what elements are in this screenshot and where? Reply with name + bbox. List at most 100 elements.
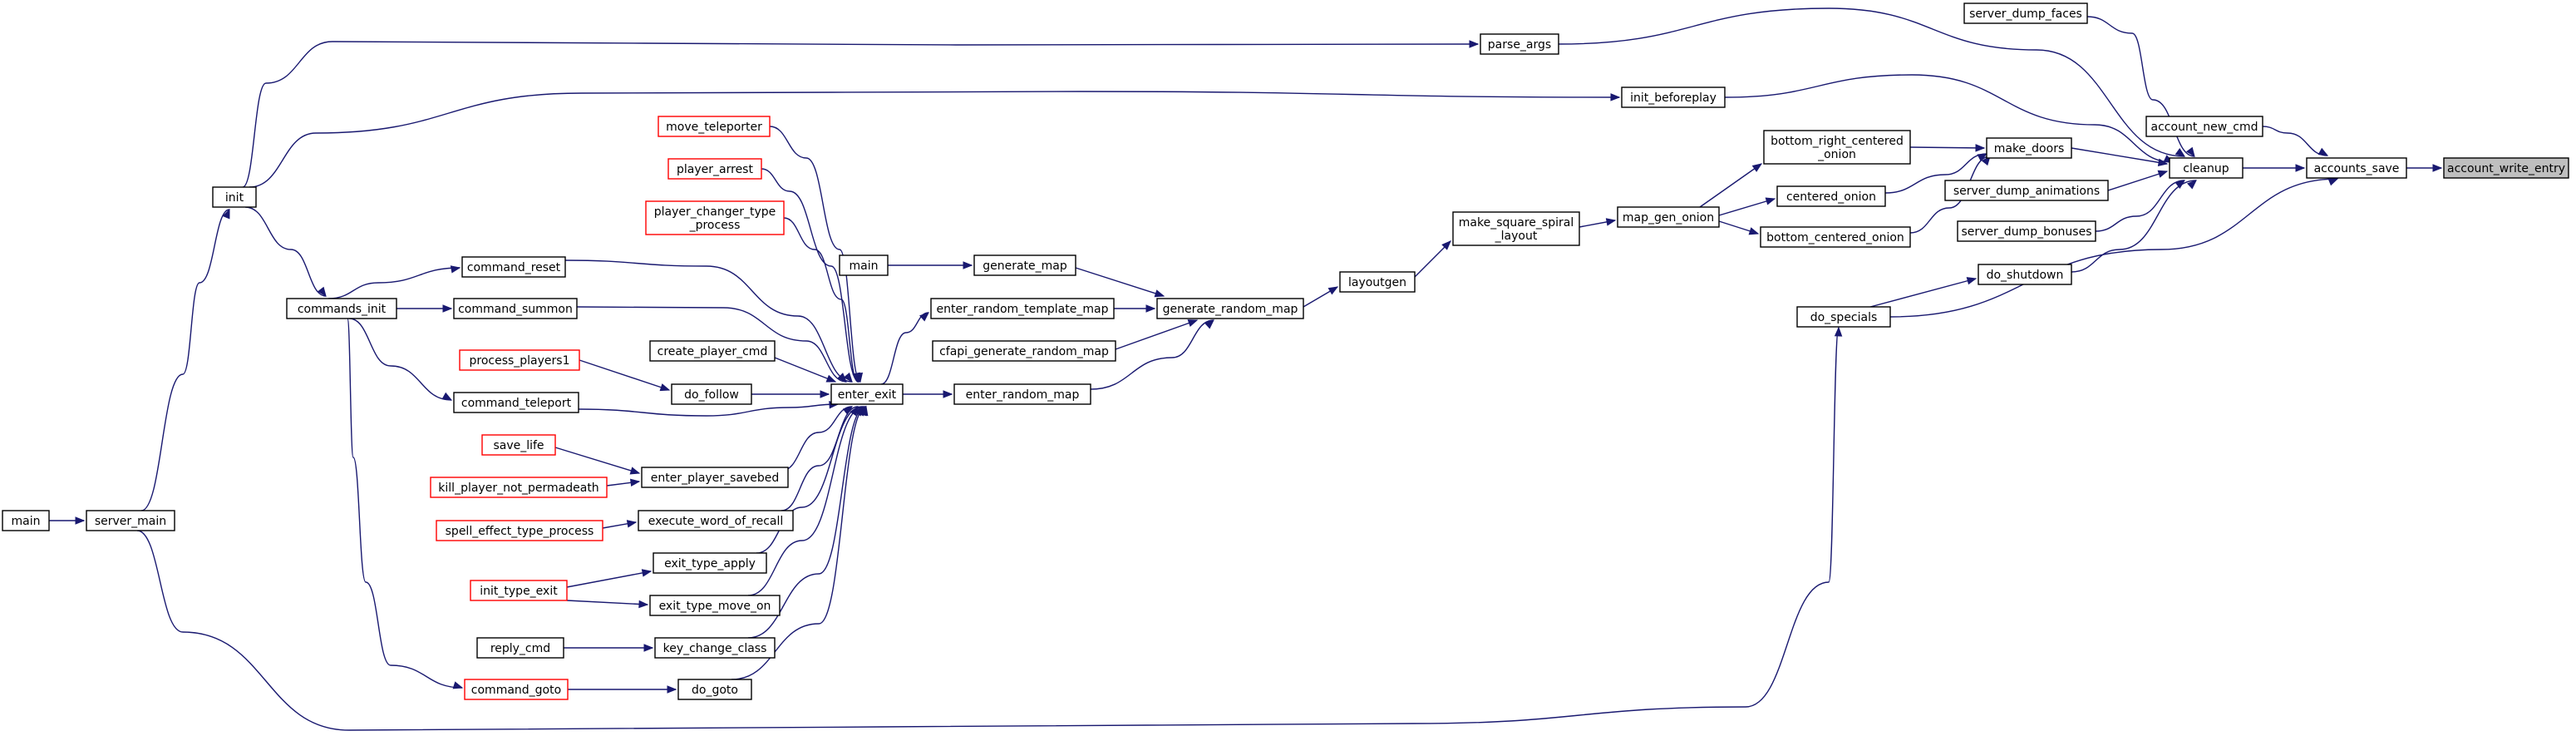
arrowhead-commands_init-to-command_goto xyxy=(452,681,464,689)
edge-make_doors-to-cleanup xyxy=(2071,147,2168,165)
node-label-init_type_exit: init_type_exit xyxy=(480,585,558,598)
node-label-init_beforeplay: init_beforeplay xyxy=(1630,91,1717,105)
node-bottom_centered_onion[interactable]: bottom_centered_onion xyxy=(1760,226,1911,248)
node-save_life[interactable]: save_life xyxy=(481,434,556,456)
node-label-main_server: main xyxy=(12,515,41,528)
node-box-do_specials xyxy=(1796,306,1891,328)
node-main_generate[interactable]: main xyxy=(839,254,889,276)
node-box-exit_type_apply xyxy=(653,552,767,574)
node-key_change_class[interactable]: key_change_class xyxy=(654,637,776,659)
edge-map_gen_onion-to-bottom_right_centered_onion xyxy=(1699,163,1762,208)
node-label-player_changer_type_process-line-1: player_changer_type xyxy=(654,205,776,219)
arrowhead-enter_random_map-to-generate_random_map xyxy=(1204,319,1215,329)
node-player_arrest[interactable]: player_arrest xyxy=(667,158,762,180)
node-box-enter_random_map xyxy=(953,383,1091,405)
node-label-init: init xyxy=(225,191,244,205)
node-server_main[interactable]: server_main xyxy=(86,510,175,531)
node-main_server[interactable]: main xyxy=(2,510,50,531)
node-execute_word_of_recall[interactable]: execute_word_of_recall xyxy=(638,510,794,531)
node-command_goto[interactable]: command_goto xyxy=(464,679,569,700)
arrowhead-server_dump_animations-to-cleanup xyxy=(2157,170,2169,178)
edge-do_specials-to-do_shutdown xyxy=(1869,278,1977,308)
node-spell_effect_type_process[interactable]: spell_effect_type_process xyxy=(436,520,603,541)
node-generate_map[interactable]: generate_map xyxy=(973,254,1076,276)
edge-player_arrest-to-enter_exit xyxy=(761,168,859,383)
node-label-enter_random_map: enter_random_map xyxy=(966,388,1080,402)
node-label-key_change_class: key_change_class xyxy=(663,642,767,655)
node-do_shutdown[interactable]: do_shutdown xyxy=(1978,264,2072,285)
node-centered_onion[interactable]: centered_onion xyxy=(1776,185,1886,207)
edge-init_type_exit-to-exit_type_move_on xyxy=(566,600,648,605)
edge-init-to-commands_init xyxy=(244,206,327,297)
node-box-do_follow xyxy=(671,383,752,405)
node-enter_exit[interactable]: enter_exit xyxy=(830,383,904,405)
node-generate_random_map[interactable]: generate_random_map xyxy=(1156,298,1304,319)
node-map_gen_onion[interactable]: map_gen_onion xyxy=(1617,206,1720,228)
arrowhead-centered_onion-to-make_doors xyxy=(1977,153,1988,161)
node-init[interactable]: init xyxy=(212,186,257,208)
node-box-generate_random_map xyxy=(1156,298,1304,319)
node-exit_type_apply[interactable]: exit_type_apply xyxy=(653,552,767,574)
node-box-player_arrest xyxy=(667,158,762,180)
edge-enter_random_map-to-generate_random_map xyxy=(1090,319,1214,390)
node-label-save_life: save_life xyxy=(493,439,544,452)
node-server_dump_faces[interactable]: server_dump_faces xyxy=(1963,2,2088,24)
arrowhead-map_gen_onion-to-bottom_centered_onion xyxy=(1748,227,1760,235)
node-init_beforeplay[interactable]: init_beforeplay xyxy=(1621,86,1726,108)
arrowhead-cfapi_generate_random_map-to-generate_random_map xyxy=(1187,319,1199,327)
node-init_type_exit[interactable]: init_type_exit xyxy=(470,580,568,601)
node-make_doors[interactable]: make_doors xyxy=(1986,137,2072,159)
edge-exit_type_apply-to-enter_exit xyxy=(756,406,863,554)
node-server_dump_bonuses[interactable]: server_dump_bonuses xyxy=(1957,220,2096,242)
node-box-map_gen_onion xyxy=(1617,206,1720,228)
node-do_specials[interactable]: do_specials xyxy=(1796,306,1891,328)
edge-enter_exit-to-enter_random_template_map xyxy=(880,312,929,385)
node-enter_random_map[interactable]: enter_random_map xyxy=(953,383,1091,405)
node-box-centered_onion xyxy=(1776,185,1886,207)
node-label-command_reset: command_reset xyxy=(467,261,561,274)
node-player_changer_type_process[interactable]: player_changer_type_process xyxy=(645,200,785,235)
edge-server_dump_bonuses-to-cleanup xyxy=(2095,180,2185,232)
node-box-spell_effect_type_process xyxy=(436,520,603,541)
node-label-do_goto: do_goto xyxy=(692,684,738,697)
node-bottom_right_centered_onion[interactable]: bottom_right_centered_onion xyxy=(1763,130,1911,165)
arrowhead-main_generate-to-generate_map xyxy=(963,261,973,269)
node-enter_player_savebed[interactable]: enter_player_savebed xyxy=(641,467,789,488)
node-box-player_changer_type_process xyxy=(645,200,785,235)
node-do_goto[interactable]: do_goto xyxy=(677,679,752,700)
node-create_player_cmd[interactable]: create_player_cmd xyxy=(649,340,776,362)
node-cleanup[interactable]: cleanup xyxy=(2169,157,2244,179)
node-move_teleporter[interactable]: move_teleporter xyxy=(658,116,771,137)
node-do_follow[interactable]: do_follow xyxy=(671,383,752,405)
node-accounts_save[interactable]: accounts_save xyxy=(2306,157,2407,179)
node-commands_init[interactable]: commands_init xyxy=(286,298,397,319)
arrowhead-command_reset-to-enter_exit xyxy=(843,372,853,383)
node-make_square_spiral_layout[interactable]: make_square_spiral_layout xyxy=(1452,211,1580,246)
edge-enter_player_savebed-to-enter_exit xyxy=(781,406,853,472)
node-server_dump_animations[interactable]: server_dump_animations xyxy=(1944,180,2109,201)
arrowhead-init_type_exit-to-exit_type_move_on xyxy=(638,600,649,609)
edge-init_beforeplay-to-cleanup xyxy=(1724,74,2174,163)
arrowhead-do_follow-to-enter_exit xyxy=(820,390,830,398)
node-reply_cmd[interactable]: reply_cmd xyxy=(476,637,564,659)
arrowhead-cleanup-to-accounts_save xyxy=(2295,164,2306,172)
node-command_teleport[interactable]: command_teleport xyxy=(453,392,579,413)
node-command_reset[interactable]: command_reset xyxy=(461,256,566,278)
node-box-make_square_spiral_layout xyxy=(1452,211,1580,246)
node-box-save_life xyxy=(481,434,556,456)
node-label-account_new_cmd: account_new_cmd xyxy=(2151,121,2258,134)
node-enter_random_template_map[interactable]: enter_random_template_map xyxy=(930,298,1115,319)
node-layoutgen[interactable]: layoutgen xyxy=(1339,271,1416,293)
node-kill_player_not_permadeath[interactable]: kill_player_not_permadeath xyxy=(430,477,608,498)
node-cfapi_generate_random_map[interactable]: cfapi_generate_random_map xyxy=(932,340,1116,362)
node-command_summon[interactable]: command_summon xyxy=(453,298,578,319)
node-parse_args[interactable]: parse_args xyxy=(1480,33,1559,55)
node-account_write_entry[interactable]: account_write_entry xyxy=(2443,157,2569,179)
node-box-enter_exit xyxy=(830,383,904,405)
node-account_new_cmd[interactable]: account_new_cmd xyxy=(2145,116,2263,137)
edge-execute_word_of_recall-to-enter_exit xyxy=(781,406,859,511)
arrowhead-do_goto-to-enter_exit xyxy=(860,405,869,417)
node-exit_type_move_on[interactable]: exit_type_move_on xyxy=(649,595,781,616)
node-process_players1[interactable]: process_players1 xyxy=(459,349,580,371)
node-box-enter_player_savebed xyxy=(641,467,789,488)
